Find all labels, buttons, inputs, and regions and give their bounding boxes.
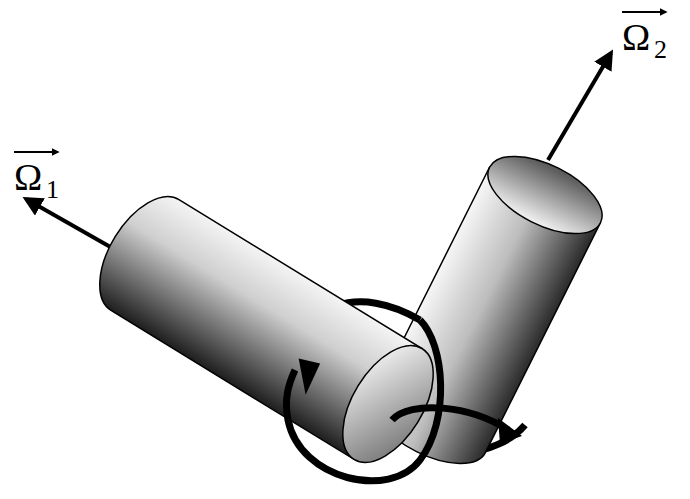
axis-arrow (548, 53, 611, 160)
omega-symbol: Ω (14, 158, 42, 196)
vector-arrow (622, 11, 666, 13)
rotation-arrow (286, 320, 440, 481)
omega-symbol: Ω (622, 18, 650, 56)
cylinder (81, 181, 452, 477)
vector-arrow (14, 151, 58, 153)
subscript: 2 (654, 37, 667, 63)
rotation-arrow (392, 408, 508, 430)
arrowhead (294, 359, 321, 397)
subscript: 1 (46, 177, 59, 203)
arrowhead (498, 418, 522, 444)
